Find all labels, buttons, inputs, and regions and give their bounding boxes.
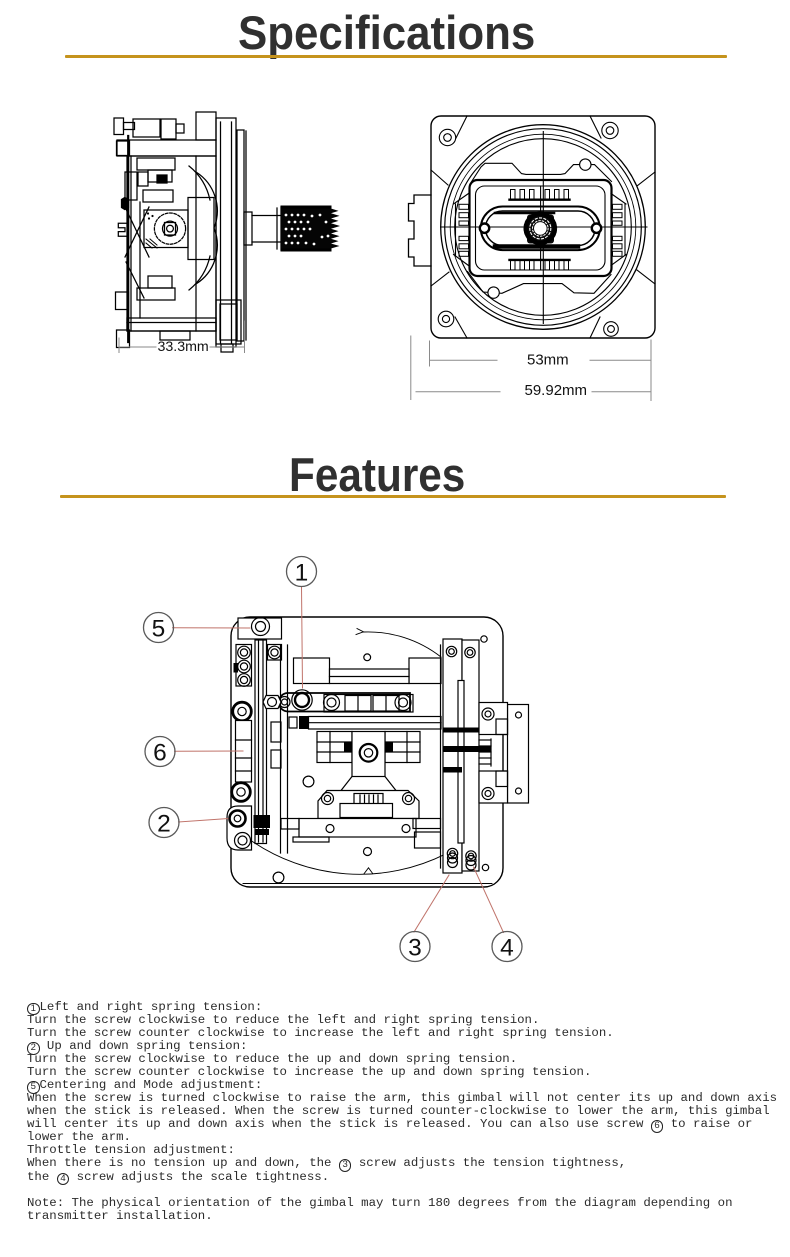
svg-text:53mm: 53mm: [527, 352, 569, 369]
svg-text:3: 3: [408, 934, 422, 961]
svg-text:33.3mm: 33.3mm: [158, 339, 209, 355]
svg-text:5: 5: [152, 615, 166, 642]
svg-text:2: 2: [157, 810, 171, 837]
svg-text:6: 6: [153, 739, 167, 766]
svg-text:59.92mm: 59.92mm: [525, 382, 588, 399]
svg-text:4: 4: [500, 934, 514, 961]
svg-text:1: 1: [295, 559, 309, 586]
